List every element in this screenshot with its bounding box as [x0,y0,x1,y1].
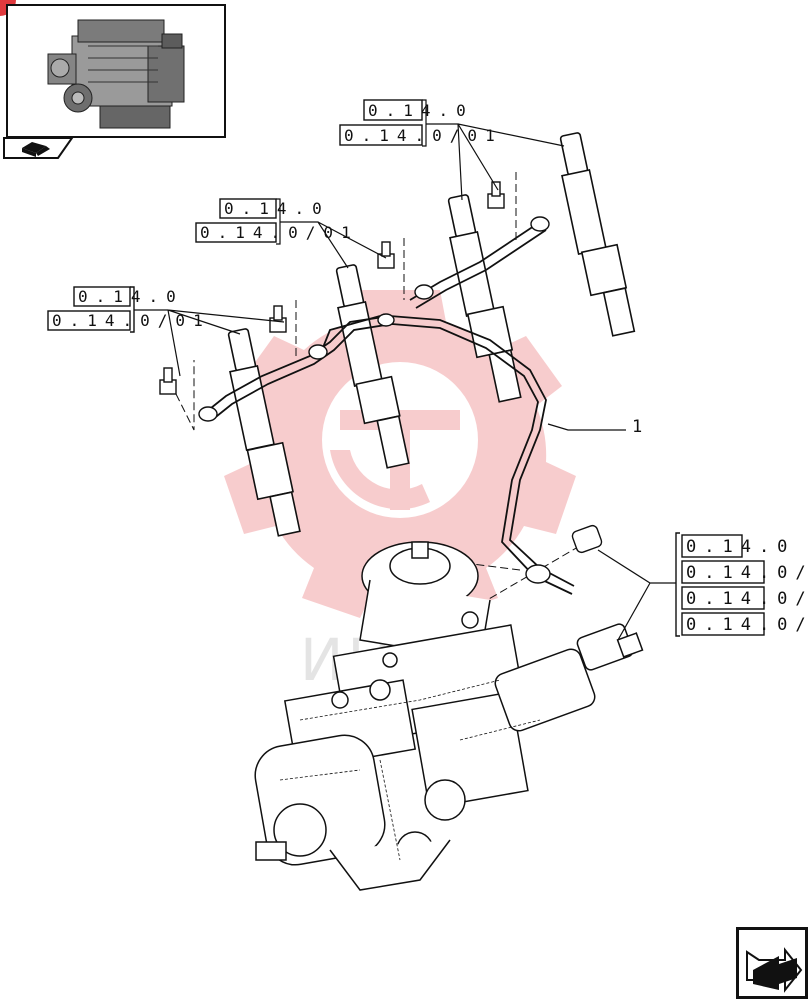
engine-thumbnail[interactable] [6,4,226,138]
bolt [159,181,505,395]
ref-code-b-top: 0.14.0/01 [344,126,503,145]
callout-item-1[interactable]: 1 [547,417,642,437]
engine-thumbnail-icon [47,19,185,129]
ref-code-c-right-3: 0.14.0/ [686,615,812,635]
callout-label: 1 [632,417,642,437]
ref-code-b-middle: 0.14.0/01 [200,223,359,242]
next-page-button[interactable] [736,927,808,999]
ref-code-a-top: 0.14.0 [368,101,474,120]
ref-code-b-left: 0.14.0/01 [52,311,211,330]
ref-code-c-right-2: 0.14.0/ [686,589,812,609]
injector-right [559,132,636,337]
injector-mid-right [447,194,522,403]
pump-detail-dashes [279,679,541,861]
book-icon [22,142,50,157]
next-page-arrow-icon [746,947,803,993]
ref-group-top[interactable]: 0.14.0 0.14.0/01 [339,99,565,201]
ref-code-a-left: 0.14.0 [78,287,184,306]
ref-group-middle[interactable]: 0.14.0 0.14.0/01 [195,198,387,269]
ref-group-left[interactable]: 0.14.0 0.14.0/01 [47,286,285,377]
injector-mid-left [335,264,410,469]
book-tab[interactable] [2,136,74,160]
ref-code-a-right: 0.14.0 [686,537,795,557]
fittings [198,216,603,584]
ref-code-c-right-1: 0.14.0/ [686,563,812,583]
injection-pump [254,541,644,891]
ref-code-a-middle: 0.14.0 [224,199,330,218]
ref-group-right[interactable]: 0.14.0 0.14.0/ 0.14.0/ 0.14.0/ [597,532,812,641]
fuel-lines [205,221,575,595]
